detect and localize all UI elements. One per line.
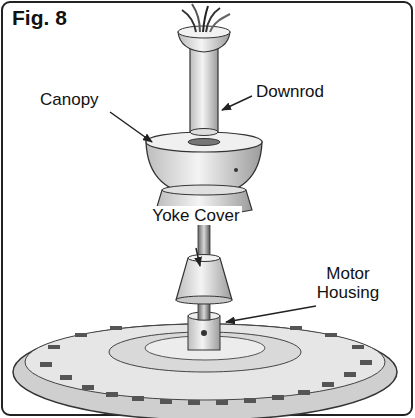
leader-arrow: [196, 248, 200, 266]
downrod: [178, 4, 230, 136]
part-label: Downrod: [254, 82, 326, 101]
leader-arrow: [110, 112, 152, 142]
leader-arrow: [226, 306, 316, 322]
figure-frame: [2, 2, 412, 415]
part-label: Yoke Cover: [150, 206, 241, 225]
figure-title: Fig. 8: [10, 6, 69, 30]
part-label: Canopy: [38, 90, 101, 109]
yoke-cover: [176, 255, 232, 305]
motor-housing: [13, 312, 397, 418]
canopy: [146, 132, 262, 215]
leader-arrow: [222, 96, 252, 110]
part-label: Motor Housing: [300, 264, 396, 302]
